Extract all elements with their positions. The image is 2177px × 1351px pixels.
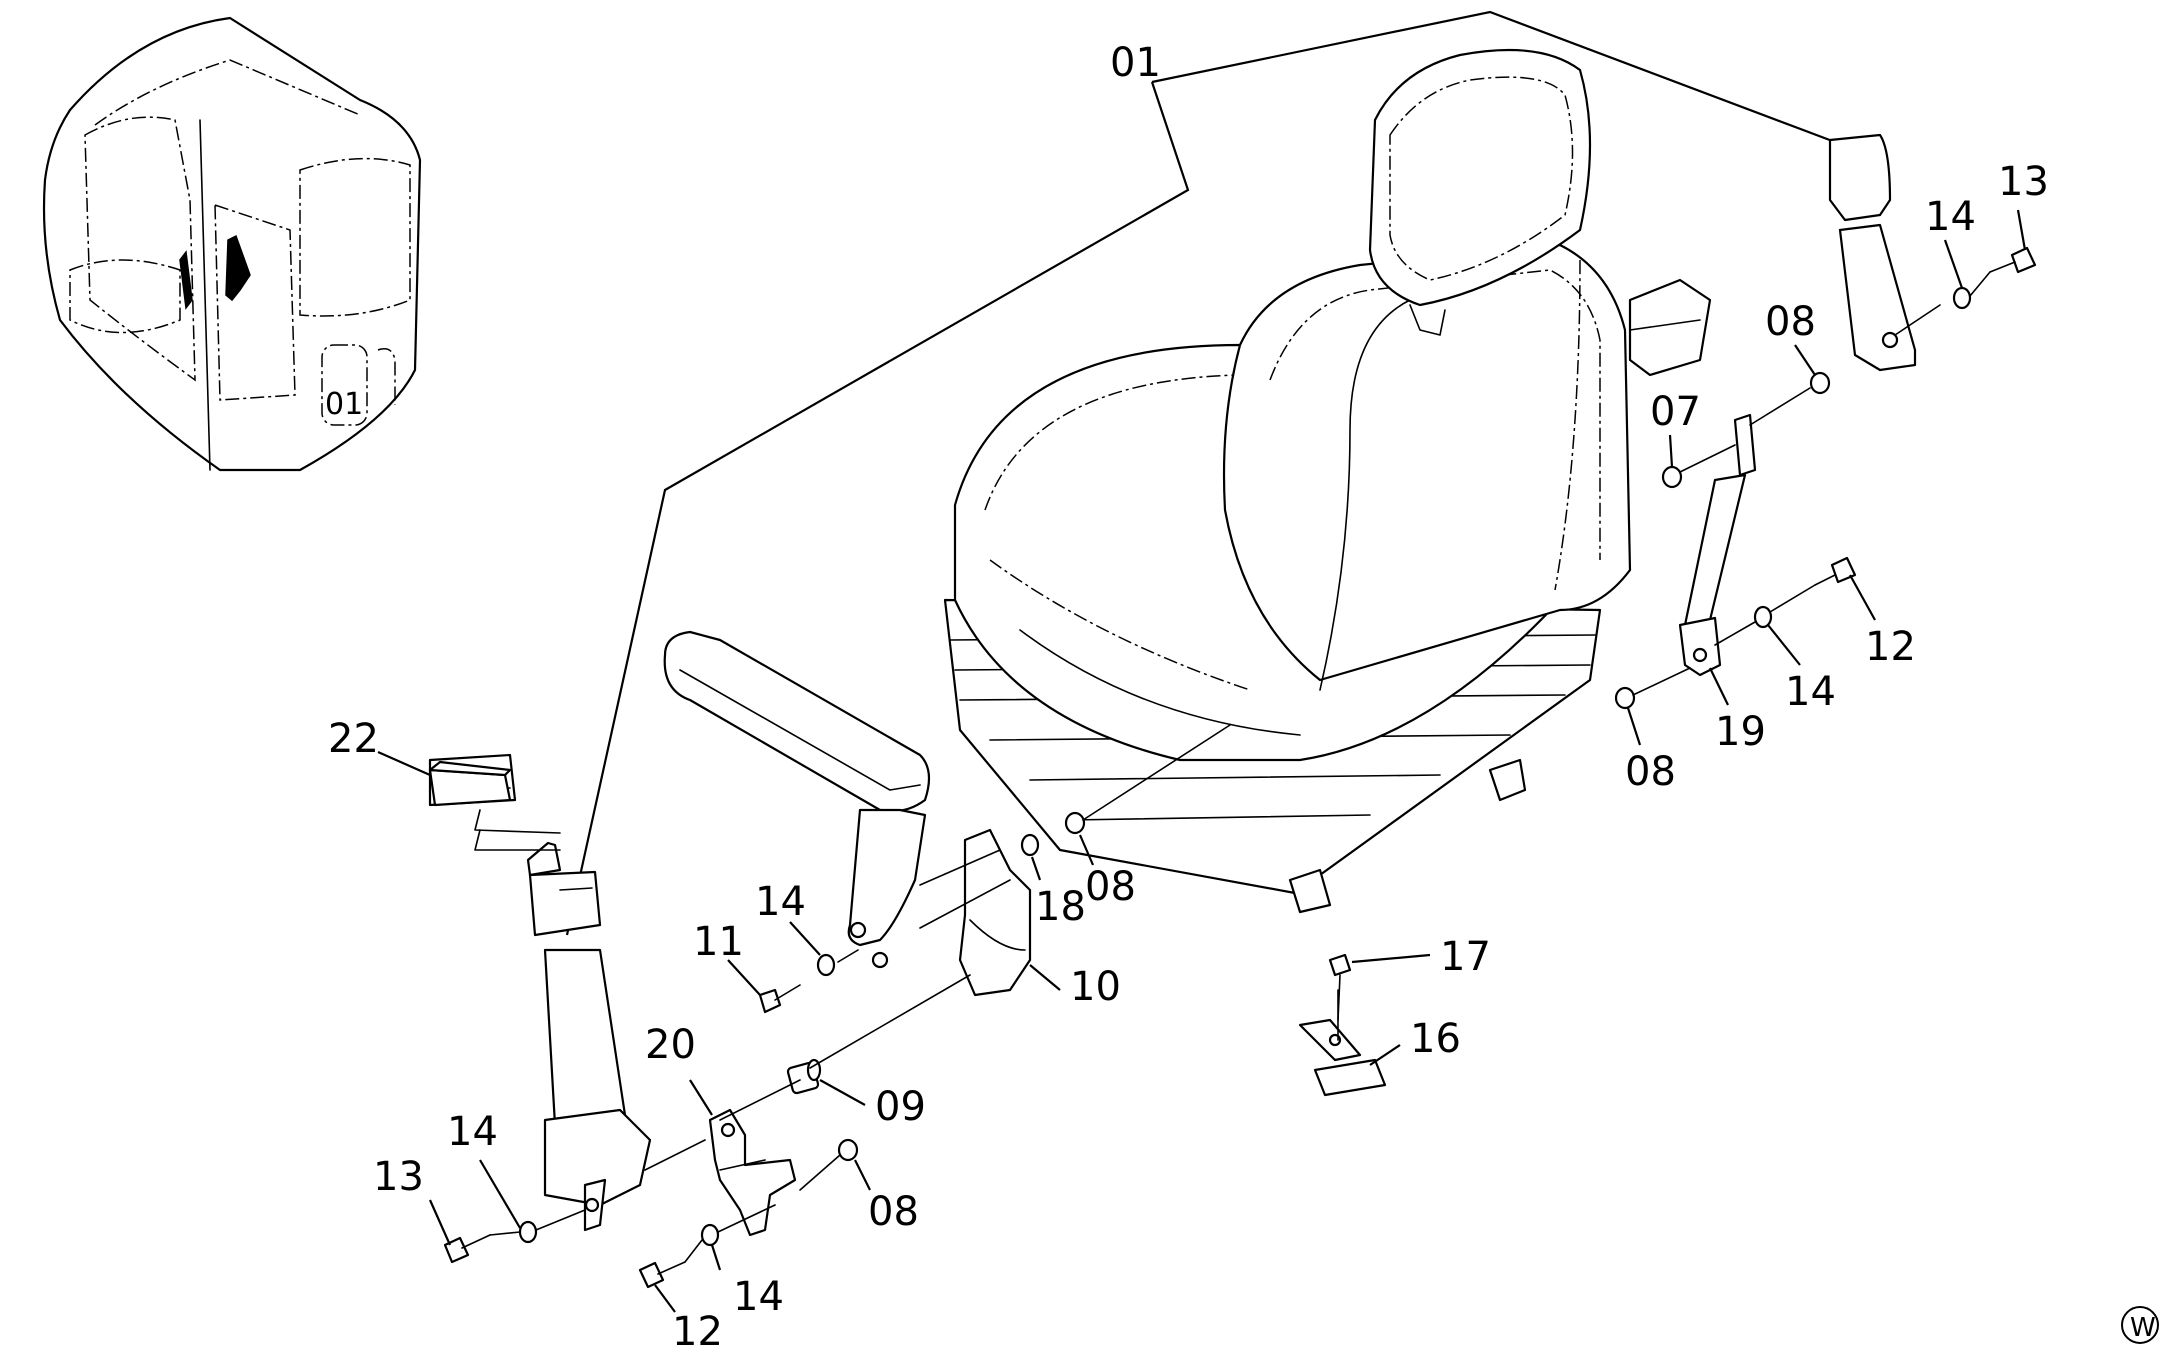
cab-thumbnail: 01 bbox=[42, 16, 422, 472]
callout-14: 14 bbox=[447, 1109, 498, 1155]
washer-14e bbox=[1753, 605, 1773, 629]
callout-14: 14 bbox=[755, 879, 806, 925]
bolt-12-right bbox=[1814, 556, 1857, 586]
seat-belt-left bbox=[428, 753, 652, 1232]
callout-01: 01 bbox=[1110, 40, 1161, 86]
callout-13: 13 bbox=[1998, 159, 2049, 205]
callout-labels: 01 22 14 11 18 08 10 20 09 14 13 08 14 1… bbox=[328, 40, 2049, 1351]
callout-14: 14 bbox=[733, 1274, 784, 1320]
nut-07 bbox=[1661, 465, 1683, 489]
washer-14c bbox=[700, 1223, 720, 1247]
callout-18: 18 bbox=[1035, 884, 1086, 930]
collar-09 bbox=[786, 1058, 822, 1095]
washer-14a bbox=[816, 953, 836, 977]
callout-12: 12 bbox=[672, 1309, 723, 1351]
bolt-13-left bbox=[443, 1234, 491, 1264]
pad-22-top bbox=[428, 760, 512, 777]
bolt-13-right bbox=[1989, 246, 2037, 274]
nut-08d bbox=[1614, 686, 1636, 710]
washer-18 bbox=[1020, 833, 1040, 857]
callout-14: 14 bbox=[1925, 194, 1976, 240]
callout-08: 08 bbox=[1085, 864, 1136, 910]
washer-14d bbox=[1952, 286, 1972, 310]
callout-07: 07 bbox=[1650, 389, 1701, 435]
plate-16 bbox=[1298, 1018, 1387, 1097]
cab-marker: 01 bbox=[325, 387, 363, 422]
callout-11: 11 bbox=[693, 919, 744, 965]
callout-08: 08 bbox=[1625, 749, 1676, 795]
callout-08: 08 bbox=[868, 1189, 919, 1235]
callout-16: 16 bbox=[1410, 1016, 1461, 1062]
callout-08: 08 bbox=[1765, 299, 1816, 345]
seat-assembly bbox=[943, 48, 1712, 914]
callout-10: 10 bbox=[1070, 964, 1121, 1010]
callout-14: 14 bbox=[1785, 669, 1836, 715]
bolt-12-left bbox=[638, 1261, 686, 1289]
washer-14b bbox=[518, 1220, 538, 1244]
svg-text:W: W bbox=[2130, 1313, 2156, 1343]
callout-09: 09 bbox=[875, 1084, 926, 1130]
nut-08b bbox=[837, 1138, 859, 1162]
corner-mark: W bbox=[2121, 1306, 2159, 1344]
callout-leaders bbox=[377, 209, 2027, 1313]
callout-20: 20 bbox=[645, 1022, 696, 1068]
callout-19: 19 bbox=[1715, 709, 1766, 755]
nut-08c bbox=[1809, 371, 1831, 395]
armrest-left bbox=[663, 630, 1032, 997]
callout-13: 13 bbox=[373, 1154, 424, 1200]
callout-17: 17 bbox=[1440, 934, 1491, 980]
seat-belt-right bbox=[1678, 133, 1917, 677]
assembly-lines bbox=[474, 271, 1991, 1263]
bracket-20 bbox=[708, 1108, 797, 1237]
callout-12: 12 bbox=[1865, 624, 1916, 670]
leader-01-armrest bbox=[565, 81, 1190, 936]
callout-22: 22 bbox=[328, 716, 379, 762]
bolt-17 bbox=[1328, 953, 1352, 1021]
nut-08a bbox=[1064, 811, 1086, 835]
bolt-11 bbox=[758, 984, 801, 1014]
leader-01 bbox=[1151, 10, 1836, 144]
